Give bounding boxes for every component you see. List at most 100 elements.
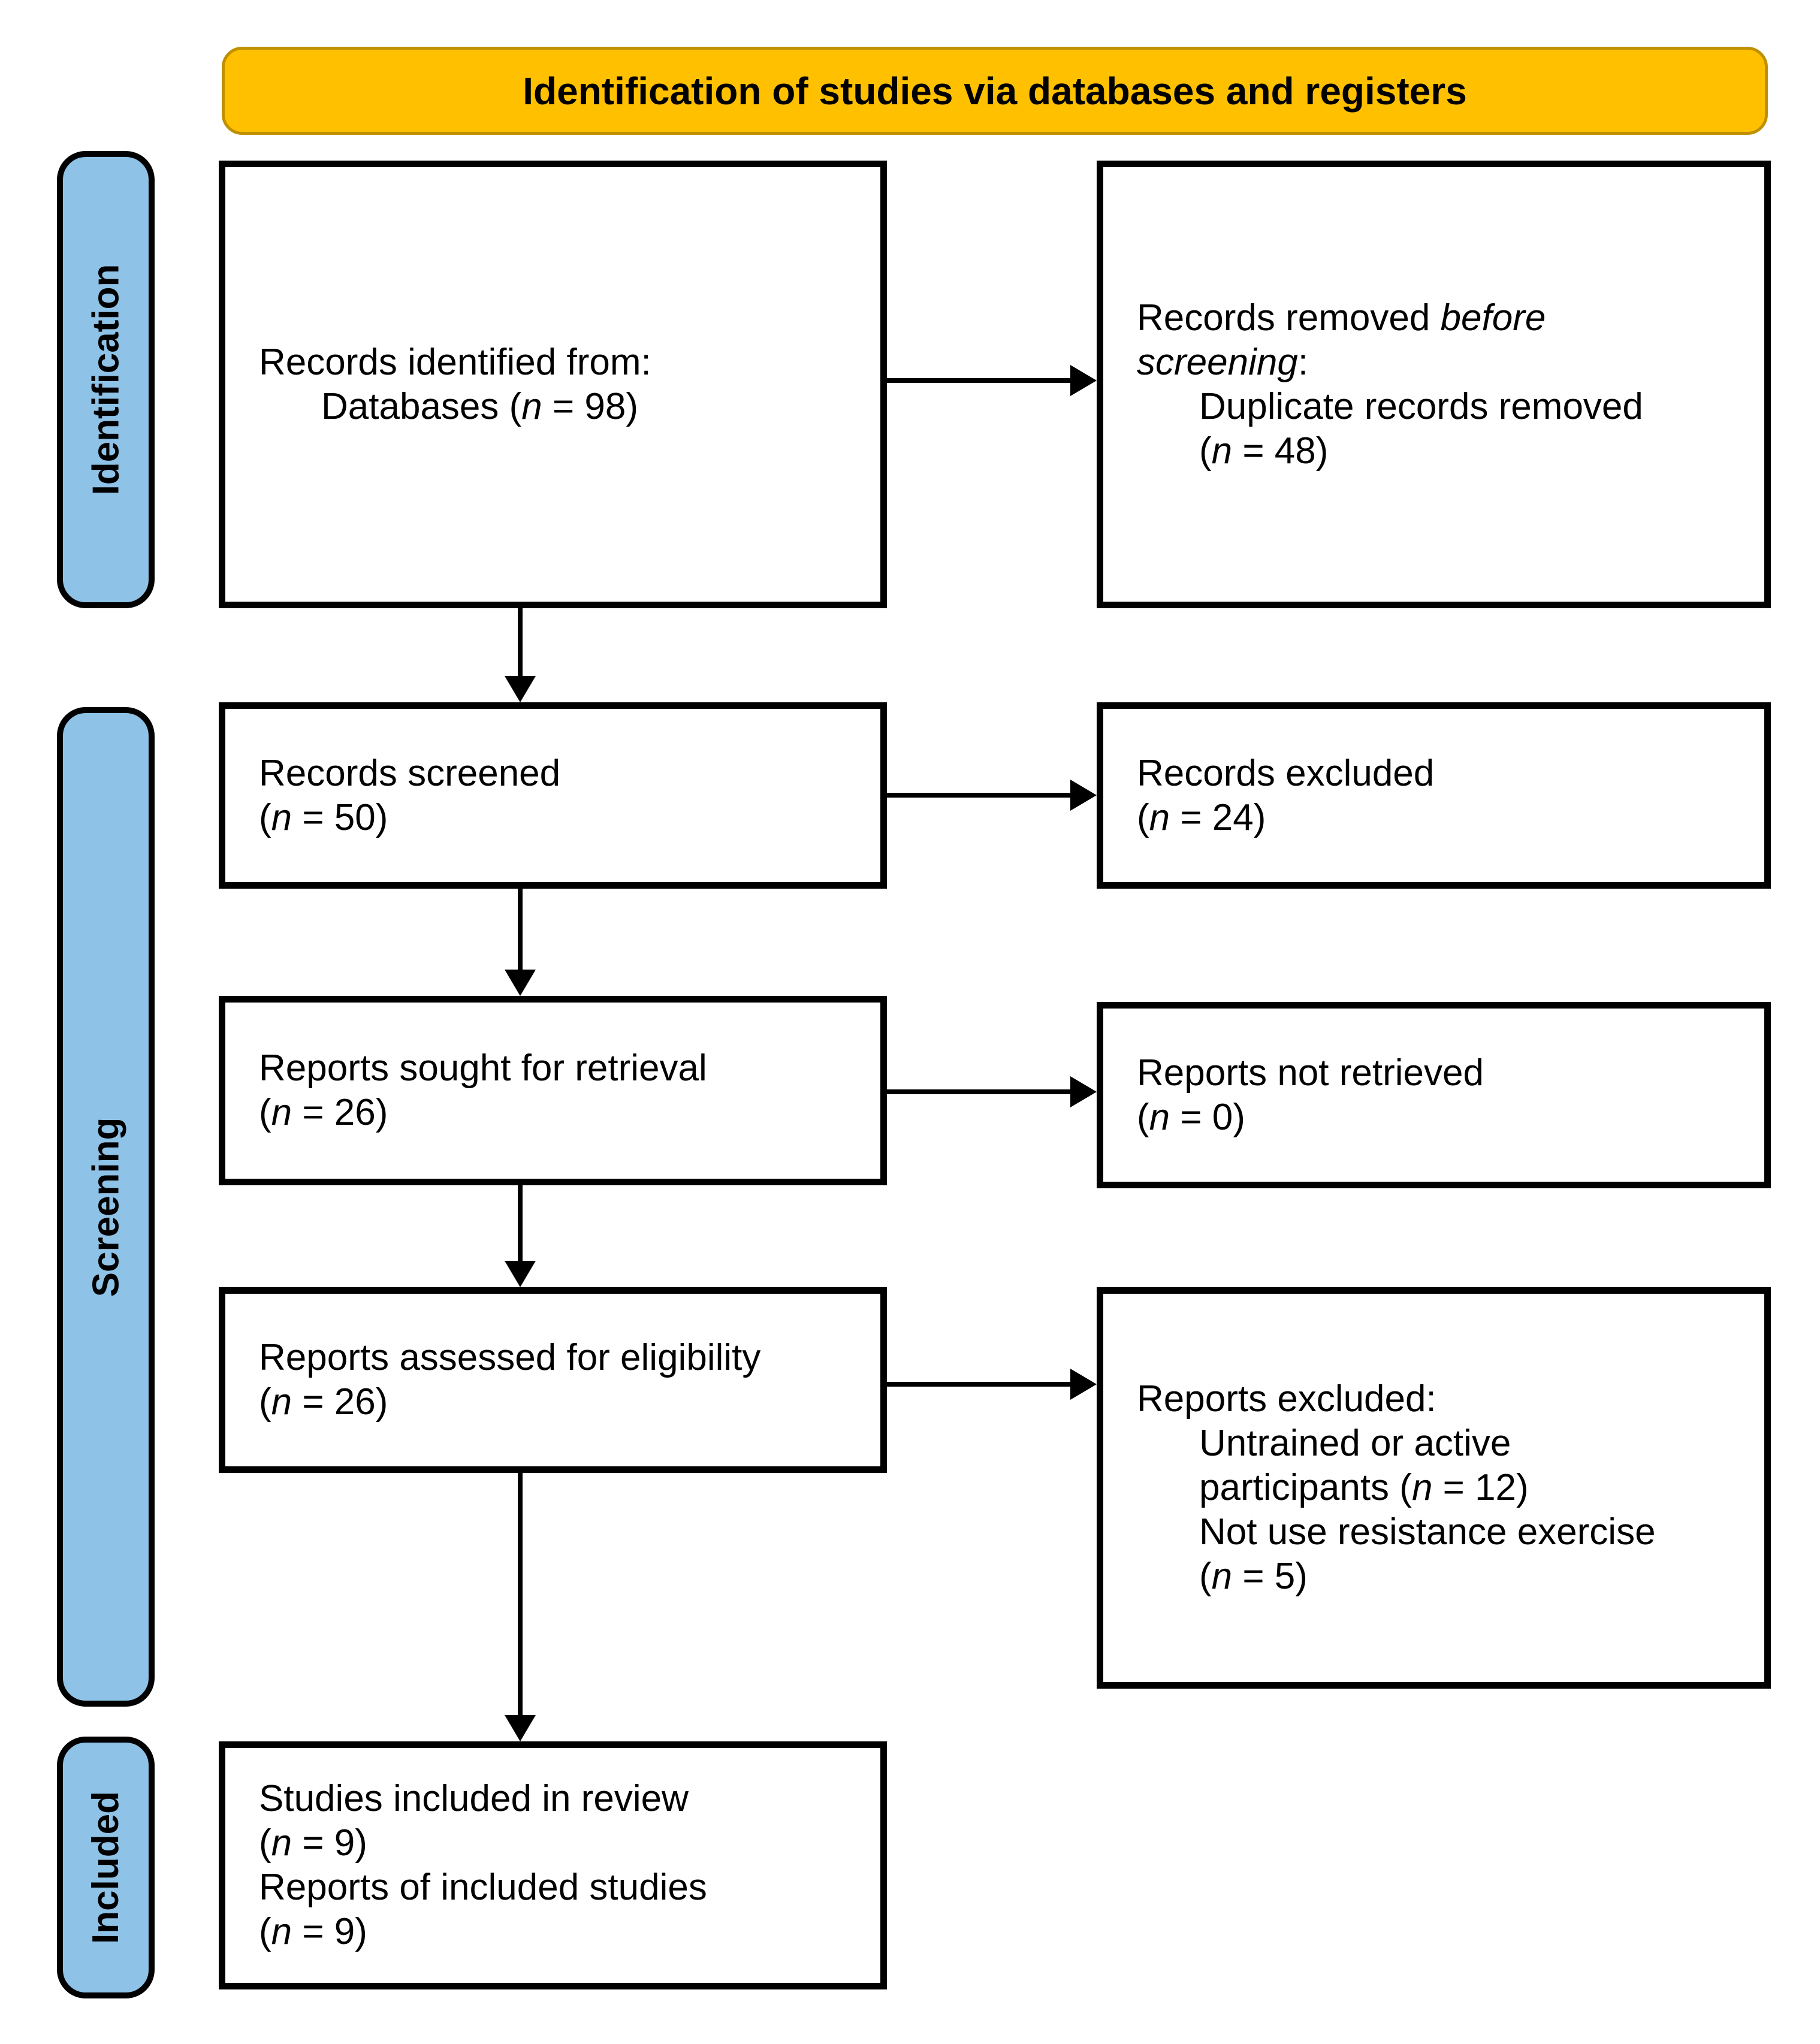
- arrow-down-1-line: [518, 608, 523, 676]
- stage-label-included: Included: [85, 1791, 126, 1944]
- text-line: Databases (n = 98): [259, 385, 856, 429]
- stage-rail-identification: Identification: [57, 151, 155, 608]
- text-segment: = 9): [292, 1822, 367, 1864]
- arrow-down-2-head-icon: [505, 970, 536, 996]
- text-line: (n = 0): [1137, 1095, 1740, 1140]
- arrow-right-2-line: [887, 793, 1070, 798]
- box-studies-included-in-review: Studies included in review(n = 9)Reports…: [219, 1741, 887, 1989]
- text-segment: Reports assessed for eligibility: [259, 1337, 761, 1378]
- text-segment: (: [1199, 430, 1212, 472]
- text-segment: (: [259, 1092, 271, 1133]
- text-segment: = 48): [1232, 430, 1329, 472]
- text-segment: = 0): [1170, 1096, 1245, 1138]
- text-line: Untrained or active: [1137, 1421, 1740, 1466]
- diagram-title: Identification of studies via databases …: [523, 69, 1467, 113]
- italic-text-segment: n: [1211, 1556, 1233, 1597]
- text-segment: participants (: [1199, 1467, 1412, 1508]
- text-segment: (: [259, 1822, 271, 1864]
- arrow-down-1-head-icon: [505, 676, 536, 702]
- box-reports-not-retrieved: Reports not retrieved(n = 0): [1097, 1002, 1771, 1188]
- text-line: screening:: [1137, 340, 1740, 385]
- text-segment: Records identified from:: [259, 341, 651, 383]
- text-segment: (: [1137, 796, 1149, 838]
- text-segment: Untrained or active: [1199, 1423, 1511, 1464]
- text-segment: = 5): [1232, 1556, 1308, 1597]
- text-line: (n = 24): [1137, 796, 1740, 840]
- box-reports-assessed-for-eligibility: Reports assessed for eligibility(n = 26): [219, 1287, 887, 1473]
- text-segment: Studies included in review: [259, 1778, 689, 1819]
- arrow-down-2-line: [518, 889, 523, 970]
- text-segment: Reports excluded:: [1137, 1378, 1436, 1420]
- text-line: Studies included in review: [259, 1777, 856, 1821]
- text-segment: Reports not retrieved: [1137, 1052, 1484, 1094]
- italic-text-segment: screening: [1137, 341, 1298, 383]
- text-line: (n = 26): [259, 1380, 856, 1424]
- text-segment: = 26): [292, 1381, 388, 1423]
- box-reports-sought-for-retrieval: Reports sought for retrieval(n = 26): [219, 996, 887, 1185]
- text-line: (n = 50): [259, 796, 856, 840]
- italic-text-segment: n: [271, 1092, 292, 1133]
- text-line: Not use resistance exercise: [1137, 1510, 1740, 1554]
- text-segment: Databases (: [321, 385, 522, 427]
- italic-text-segment: n: [1149, 1096, 1170, 1138]
- text-segment: = 9): [292, 1911, 367, 1952]
- arrow-right-2-head-icon: [1070, 780, 1097, 811]
- italic-text-segment: n: [271, 1911, 292, 1952]
- text-segment: (: [1199, 1556, 1212, 1597]
- arrow-right-1-head-icon: [1070, 365, 1097, 396]
- text-line: (n = 48): [1137, 429, 1740, 473]
- text-segment: :: [1297, 341, 1309, 383]
- arrow-down-3-line: [518, 1185, 523, 1261]
- text-line: Records screened: [259, 751, 856, 796]
- text-segment: (: [259, 796, 271, 838]
- stage-label-identification: Identification: [85, 264, 126, 496]
- text-segment: = 12): [1432, 1467, 1529, 1508]
- text-segment: = 24): [1170, 796, 1266, 838]
- text-line: (n = 9): [259, 1910, 856, 1954]
- arrow-down-4-line: [518, 1473, 523, 1715]
- italic-text-segment: n: [1149, 796, 1170, 838]
- text-line: participants (n = 12): [1137, 1466, 1740, 1510]
- text-segment: (: [1137, 1096, 1149, 1138]
- text-segment: = 98): [542, 385, 639, 427]
- arrow-down-4-head-icon: [505, 1715, 536, 1741]
- italic-text-segment: n: [271, 796, 292, 838]
- arrow-right-3-line: [887, 1089, 1070, 1094]
- italic-text-segment: n: [271, 1822, 292, 1864]
- text-line: Duplicate records removed: [1137, 385, 1740, 429]
- box-records-screened: Records screened(n = 50): [219, 702, 887, 889]
- stage-label-screening: Screening: [85, 1117, 126, 1297]
- text-segment: Records excluded: [1137, 752, 1435, 794]
- italic-text-segment: n: [271, 1381, 292, 1423]
- italic-text-segment: n: [521, 385, 542, 427]
- text-segment: = 26): [292, 1092, 388, 1133]
- italic-text-segment: n: [1411, 1467, 1433, 1508]
- text-line: Reports excluded:: [1137, 1377, 1740, 1421]
- text-line: (n = 26): [259, 1091, 856, 1135]
- title-banner: Identification of studies via databases …: [222, 47, 1768, 135]
- text-segment: Reports of included studies: [259, 1867, 707, 1908]
- text-segment: (: [259, 1381, 271, 1423]
- text-segment: Records screened: [259, 752, 561, 794]
- text-segment: (: [259, 1911, 271, 1952]
- text-segment: Duplicate records removed: [1199, 385, 1643, 427]
- text-line: Records identified from:: [259, 340, 856, 385]
- text-line: Records removed before: [1137, 296, 1740, 340]
- arrow-right-3-head-icon: [1070, 1076, 1097, 1107]
- text-line: Reports of included studies: [259, 1865, 856, 1910]
- text-line: Reports sought for retrieval: [259, 1046, 856, 1091]
- italic-text-segment: before: [1440, 297, 1546, 339]
- stage-rail-included: Included: [57, 1737, 155, 1998]
- text-line: Reports assessed for eligibility: [259, 1336, 856, 1380]
- arrow-down-3-head-icon: [505, 1261, 536, 1287]
- text-segment: Records removed: [1137, 297, 1441, 339]
- box-records-excluded: Records excluded(n = 24): [1097, 702, 1771, 889]
- text-line: (n = 5): [1137, 1554, 1740, 1599]
- text-segment: Reports sought for retrieval: [259, 1047, 707, 1089]
- text-line: (n = 9): [259, 1821, 856, 1865]
- arrow-right-1-line: [887, 378, 1070, 383]
- text-segment: Not use resistance exercise: [1199, 1511, 1656, 1553]
